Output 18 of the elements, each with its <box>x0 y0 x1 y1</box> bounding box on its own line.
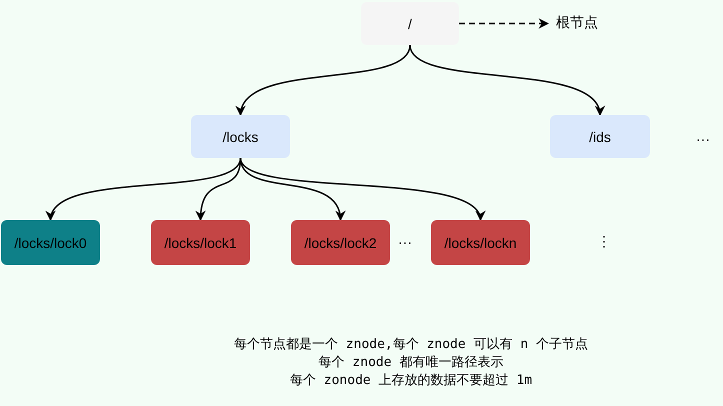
note-text: 每个节点都是一个 znode,每个 znode 可以有 n 个子节点 <box>234 336 588 353</box>
note-text: 每个 znode 都有唯一路径表示 <box>318 354 504 371</box>
lock-box: /locks/lock2 <box>291 220 390 265</box>
arrow <box>459 18 550 29</box>
note-text: 每个 zonode 上存放的数据不要超过 1m <box>290 372 532 389</box>
directory-box: /locks <box>191 115 290 158</box>
lock-box: /locks/lock0 <box>1 220 100 265</box>
lock-box: /locks/lockn <box>431 220 530 265</box>
lock-box: /locks/lock1 <box>151 220 250 265</box>
root-box: / <box>361 2 459 45</box>
ellipsis: ··· <box>398 234 412 250</box>
arrow <box>409 44 602 116</box>
vertical-ellipsis: ⋮ <box>597 233 611 249</box>
root-label: 根节点 <box>556 12 598 32</box>
arrow <box>196 158 242 222</box>
arrow <box>238 44 411 116</box>
ellipsis: ··· <box>696 131 710 147</box>
directory-box: /ids <box>550 115 650 158</box>
